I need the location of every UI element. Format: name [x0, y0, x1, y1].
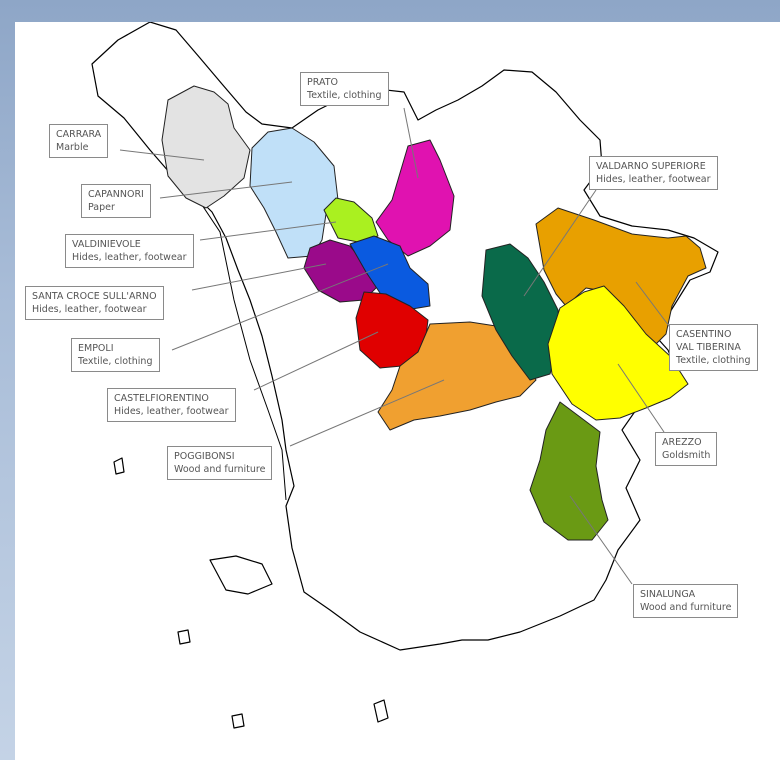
label-name: SANTA CROCE SULL'ARNO	[32, 291, 157, 302]
label-name: VALDARNO SUPERIORE	[596, 161, 706, 172]
label-industry: Hides, leather, footwear	[114, 406, 229, 417]
label-valdarno: VALDARNO SUPERIORE Hides, leather, footw…	[589, 156, 718, 190]
label-industry: Hides, leather, footwear	[32, 304, 147, 315]
leader-valdinievole	[199, 221, 337, 241]
label-carrara: CARRARA Marble	[49, 124, 109, 158]
label-name: CARRARA	[56, 129, 102, 140]
label-industry: Textile, clothing	[676, 355, 751, 366]
label-industry: Wood and furniture	[174, 464, 266, 475]
leader-prato	[403, 107, 419, 179]
label-industry: Goldsmith	[662, 450, 711, 461]
label-industry: Marble	[56, 142, 89, 153]
leader-casentino	[635, 281, 673, 331]
label-arezzo: AREZZO Goldsmith	[655, 432, 718, 466]
label-prato: PRATO Textile, clothing	[300, 72, 389, 106]
label-name: SINALUNGA	[640, 589, 696, 600]
label-industry: Paper	[88, 202, 115, 213]
label-industry: Textile, clothing	[307, 90, 382, 101]
label-industry: Hides, leather, footwear	[72, 252, 187, 263]
leader-carrara	[119, 149, 205, 161]
label-industry: Wood and furniture	[640, 602, 732, 613]
district-sinalunga	[529, 401, 609, 541]
district-arezzo	[547, 285, 689, 421]
district-capannori	[249, 127, 339, 259]
label-casentino: CASENTINO VAL TIBERINA Textile, clothing	[669, 324, 758, 371]
leader-santa-croce	[191, 263, 327, 291]
leader-empoli	[171, 263, 389, 351]
label-name: PRATO	[307, 77, 338, 88]
tuscany-map	[91, 22, 719, 729]
label-castelfiorentino: CASTELFIORENTINO Hides, leather, footwea…	[107, 388, 236, 422]
label-industry: Textile, clothing	[78, 356, 153, 367]
island-giglio	[373, 699, 389, 723]
label-name: EMPOLI	[78, 343, 114, 354]
label-santa-croce: SANTA CROCE SULL'ARNO Hides, leather, fo…	[25, 286, 164, 320]
label-name: POGGIBONSI	[174, 451, 235, 462]
leader-castelfiorentino	[253, 331, 379, 391]
leader-poggibonsi	[289, 379, 445, 447]
island-capraia	[113, 457, 125, 475]
leader-sinalunga	[569, 495, 633, 585]
leader-capannori	[159, 181, 293, 199]
district-carrara	[161, 85, 251, 209]
island-montecristo	[231, 713, 245, 729]
island-pianosa	[177, 629, 191, 645]
label-empoli: EMPOLI Textile, clothing	[71, 338, 160, 372]
district-valdinievole	[323, 197, 379, 243]
label-name: CASENTINO	[676, 329, 732, 340]
leader-arezzo	[617, 363, 665, 433]
label-poggibonsi: POGGIBONSI Wood and furniture	[167, 446, 273, 480]
label-capannori: CAPANNORI Paper	[81, 184, 151, 218]
district-prato	[375, 139, 455, 257]
label-name: VALDINIEVOLE	[72, 239, 141, 250]
label-name-2: VAL TIBERINA	[676, 342, 741, 353]
label-name: AREZZO	[662, 437, 702, 448]
leader-valdarno	[523, 189, 597, 297]
island-elba	[209, 555, 273, 595]
label-sinalunga: SINALUNGA Wood and furniture	[633, 584, 739, 618]
map-canvas: PRATO Textile, clothing CARRARA Marble C…	[15, 22, 780, 760]
label-industry: Hides, leather, footwear	[596, 174, 711, 185]
district-empoli	[349, 235, 431, 311]
label-name: CASTELFIORENTINO	[114, 393, 209, 404]
label-valdinievole: VALDINIEVOLE Hides, leather, footwear	[65, 234, 194, 268]
label-name: CAPANNORI	[88, 189, 144, 200]
